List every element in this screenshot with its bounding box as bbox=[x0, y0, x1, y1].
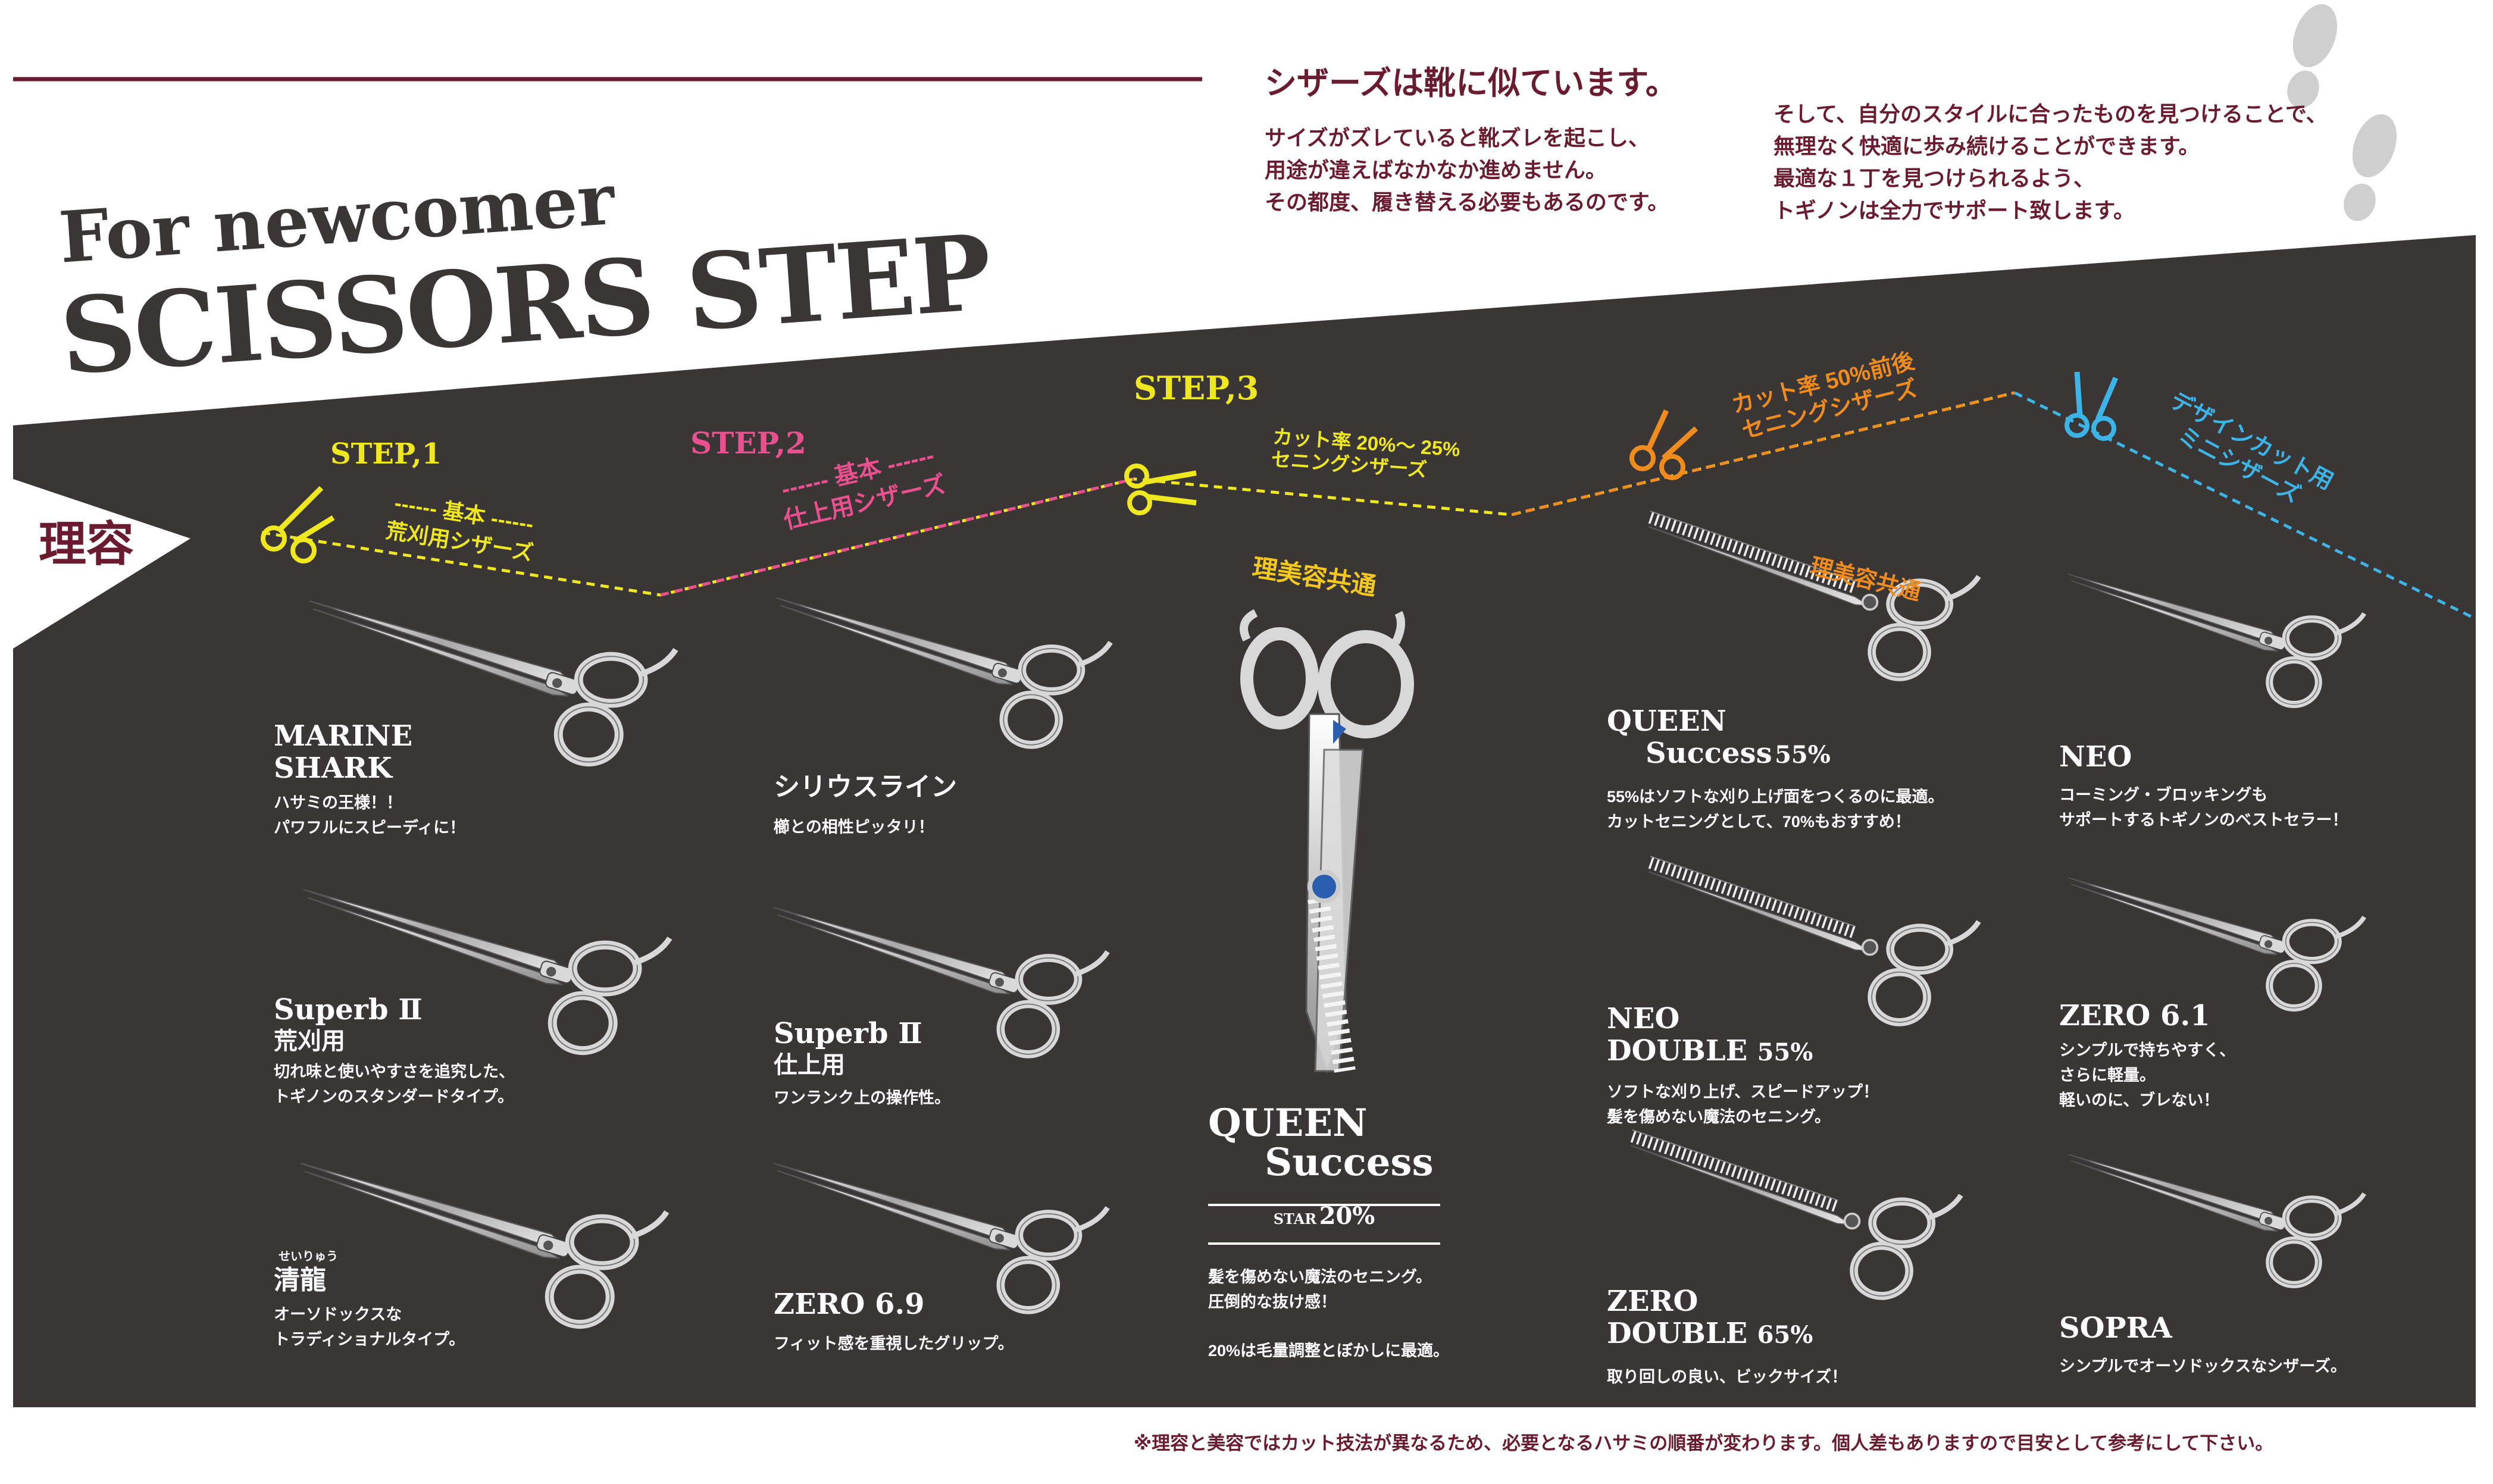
product-name: ZERO bbox=[1607, 1285, 1699, 1318]
product-desc: ハサミの王様！！ bbox=[274, 794, 402, 812]
step3-scissor-icon bbox=[1124, 464, 1197, 515]
step1-scissor-icon bbox=[261, 486, 335, 563]
product-pct: 55% bbox=[1775, 741, 1831, 769]
product-name: SHARK bbox=[274, 752, 392, 785]
lead-title: シザーズは靴に似ています。 bbox=[1265, 65, 1678, 101]
product-superb-shiage: Superb Ⅱ 仕上用 ワンランク上の操作性。 bbox=[774, 1017, 950, 1110]
product-marine-shark: MARINE SHARK ハサミの王様！！ パワフルにスピーディに！ bbox=[274, 720, 465, 840]
product-sopra: SOPRA シンプルでオーソドックスなシザーズ。 bbox=[2059, 1312, 2347, 1379]
product-neo: NEO コーミング・ブロッキングも サポートするトギノンのベストセラー！ bbox=[2059, 741, 2348, 832]
product-name: 清龍 bbox=[274, 1266, 326, 1295]
product-queen-success55: QUEEN Success 55% 55%はソフトな刈り上げ面をつくるのに最適。… bbox=[1607, 705, 1944, 834]
product-desc: 取り回しの良い、ビックサイズ！ bbox=[1607, 1368, 1848, 1386]
product-desc: 55%はソフトな刈り上げ面をつくるのに最適。 bbox=[1607, 788, 1944, 806]
product-desc: さらに軽量。 bbox=[2059, 1066, 2156, 1084]
product-desc: 髪を傷めない魔法のセニング。 bbox=[1607, 1108, 1831, 1126]
step5-scissor-icon bbox=[2065, 371, 2119, 441]
product-desc: ソフトな刈り上げ、スピードアップ！ bbox=[1607, 1083, 1879, 1101]
product-desc: トギノンのスタンダードタイプ。 bbox=[274, 1088, 514, 1106]
product-name: ZERO 6.1 bbox=[2059, 999, 2210, 1032]
step3-label: STEP,3 bbox=[1134, 369, 1259, 407]
product-desc: カットセニングとして、70%もおすすめ！ bbox=[1607, 813, 1911, 831]
product-desc: フィット感を重視したグリップ。 bbox=[774, 1335, 1014, 1352]
product-name: DOUBLE bbox=[1607, 1317, 1748, 1350]
lead-col2: そして、自分のスタイルに合ったものを見つけることで、 無理なく快適に歩み続けるこ… bbox=[1773, 102, 2328, 223]
product-name: ZERO 6.9 bbox=[774, 1288, 925, 1321]
product-desc: トラディショナルタイプ。 bbox=[274, 1330, 465, 1348]
category-label: 理容 bbox=[39, 518, 134, 571]
product-desc: シンプルでオーソドックスなシザーズ。 bbox=[2059, 1357, 2347, 1375]
product-name: DOUBLE bbox=[1607, 1034, 1748, 1067]
product-desc: コーミング・ブロッキングも bbox=[2059, 786, 2268, 804]
product-name: シリウスライン bbox=[774, 772, 957, 802]
product-subname: 仕上用 bbox=[774, 1052, 845, 1078]
footnote: ※理容と美容ではカット技法が異なるため、必要となるハサミの順番が変わります。個人… bbox=[1134, 1433, 2274, 1454]
product-desc: サポートするトギノンのベストセラー！ bbox=[2059, 811, 2348, 829]
product-desc: オーソドックスな bbox=[274, 1305, 402, 1323]
product-desc: 圧倒的な抜け感！ bbox=[1208, 1293, 1337, 1311]
product-queen-success: QUEEN Success STAR 20% bbox=[1208, 1104, 1440, 1235]
product-name: NEO bbox=[1607, 1002, 1680, 1035]
product-neo-double: NEO DOUBLE 55% ソフトな刈り上げ、スピードアップ！ 髪を傷めない魔… bbox=[1607, 1003, 1879, 1129]
product-name: SOPRA bbox=[2059, 1311, 2172, 1345]
queen-success-vertical-scissor-image bbox=[1240, 609, 1414, 1074]
product-name: Success bbox=[1265, 1140, 1434, 1185]
product-zero69: ZERO 6.9 フィット感を重視したグリップ。 bbox=[774, 1288, 1014, 1356]
product-desc: 切れ味と使いやすさを追究した、 bbox=[274, 1063, 515, 1081]
product-queen-success-desc: 髪を傷めない魔法のセニング。 圧倒的な抜け感！ 20%は毛量調整とぼかしに最適。 bbox=[1208, 1264, 1518, 1363]
product-name: Superb Ⅱ bbox=[274, 993, 423, 1026]
product-zero61: ZERO 6.1 シンプルで持ちやすく、 さらに軽量。 軽いのに、ブレない！ bbox=[2059, 1000, 2235, 1113]
product-name: QUEEN bbox=[1208, 1101, 1368, 1145]
product-sirius: シリウスライン 櫛との相性ピッタリ！ bbox=[774, 771, 957, 840]
product-subname: 荒刈用 bbox=[274, 1028, 345, 1054]
footprints-icon bbox=[2287, 4, 2397, 221]
step4-scissor-icon bbox=[1629, 409, 1699, 480]
product-pct: 65% bbox=[1757, 1321, 1813, 1349]
product-desc: 櫛との相性ピッタリ！ bbox=[774, 818, 934, 836]
product-desc: 20%は毛量調整とぼかしに最適。 bbox=[1208, 1342, 1450, 1360]
product-desc: シンプルで持ちやすく、 bbox=[2059, 1041, 2236, 1059]
product-name: Superb Ⅱ bbox=[774, 1017, 922, 1050]
product-name: Success bbox=[1646, 737, 1772, 770]
step2-label: STEP,2 bbox=[690, 425, 806, 461]
product-ruby: せいりゅう bbox=[279, 1250, 338, 1263]
product-name: QUEEN bbox=[1607, 705, 1726, 738]
product-seiryu: せいりゅう 清龍 オーソドックスな トラディショナルタイプ。 bbox=[274, 1247, 465, 1352]
lead-col1: サイズがズレていると靴ズレを起こし、 用途が違えばなかなか進めません。 その都度… bbox=[1265, 126, 1669, 214]
product-desc: 髪を傷めない魔法のセニング。 bbox=[1208, 1268, 1432, 1286]
product-pct: 55% bbox=[1757, 1038, 1813, 1066]
product-name: NEO bbox=[2059, 740, 2132, 774]
product-name: MARINE bbox=[274, 719, 413, 753]
product-desc: ワンランク上の操作性。 bbox=[774, 1089, 950, 1107]
step1-label: STEP,1 bbox=[330, 437, 442, 471]
product-star-rating: STAR 20% bbox=[1273, 1202, 1375, 1230]
product-desc: パワフルにスピーディに！ bbox=[274, 819, 466, 837]
product-zero-double: ZERO DOUBLE 65% 取り回しの良い、ビックサイズ！ bbox=[1607, 1285, 1847, 1389]
product-desc: 軽いのに、ブレない！ bbox=[2059, 1091, 2220, 1109]
product-superb-ara: Superb Ⅱ 荒刈用 切れ味と使いやすさを追究した、 トギノンのスタンダード… bbox=[274, 994, 515, 1109]
